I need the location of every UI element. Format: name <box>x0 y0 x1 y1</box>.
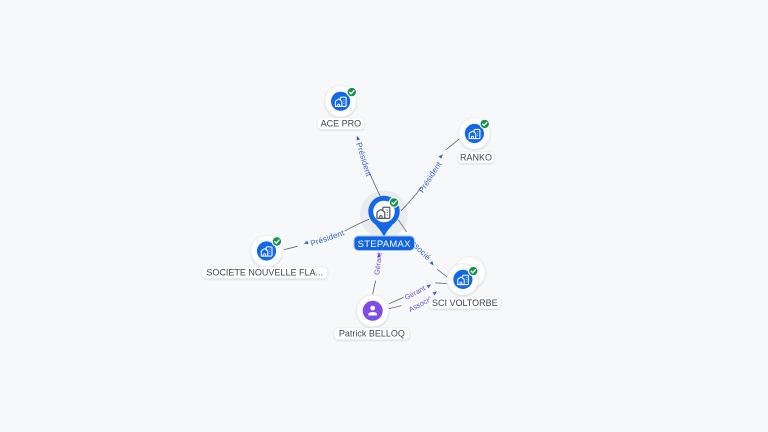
svg-text:ACE PRO: ACE PRO <box>321 119 362 129</box>
svg-text:STEPAMAX: STEPAMAX <box>358 239 411 250</box>
svg-text:RANKO: RANKO <box>460 152 492 162</box>
svg-text:SOCIETE NOUVELLE FLA...: SOCIETE NOUVELLE FLA... <box>206 268 323 278</box>
svg-text:Gérant: Gérant <box>372 252 384 275</box>
svg-text:SCI VOLTORBE: SCI VOLTORBE <box>432 298 498 308</box>
svg-text:Patrick BELLOQ: Patrick BELLOQ <box>339 329 405 339</box>
